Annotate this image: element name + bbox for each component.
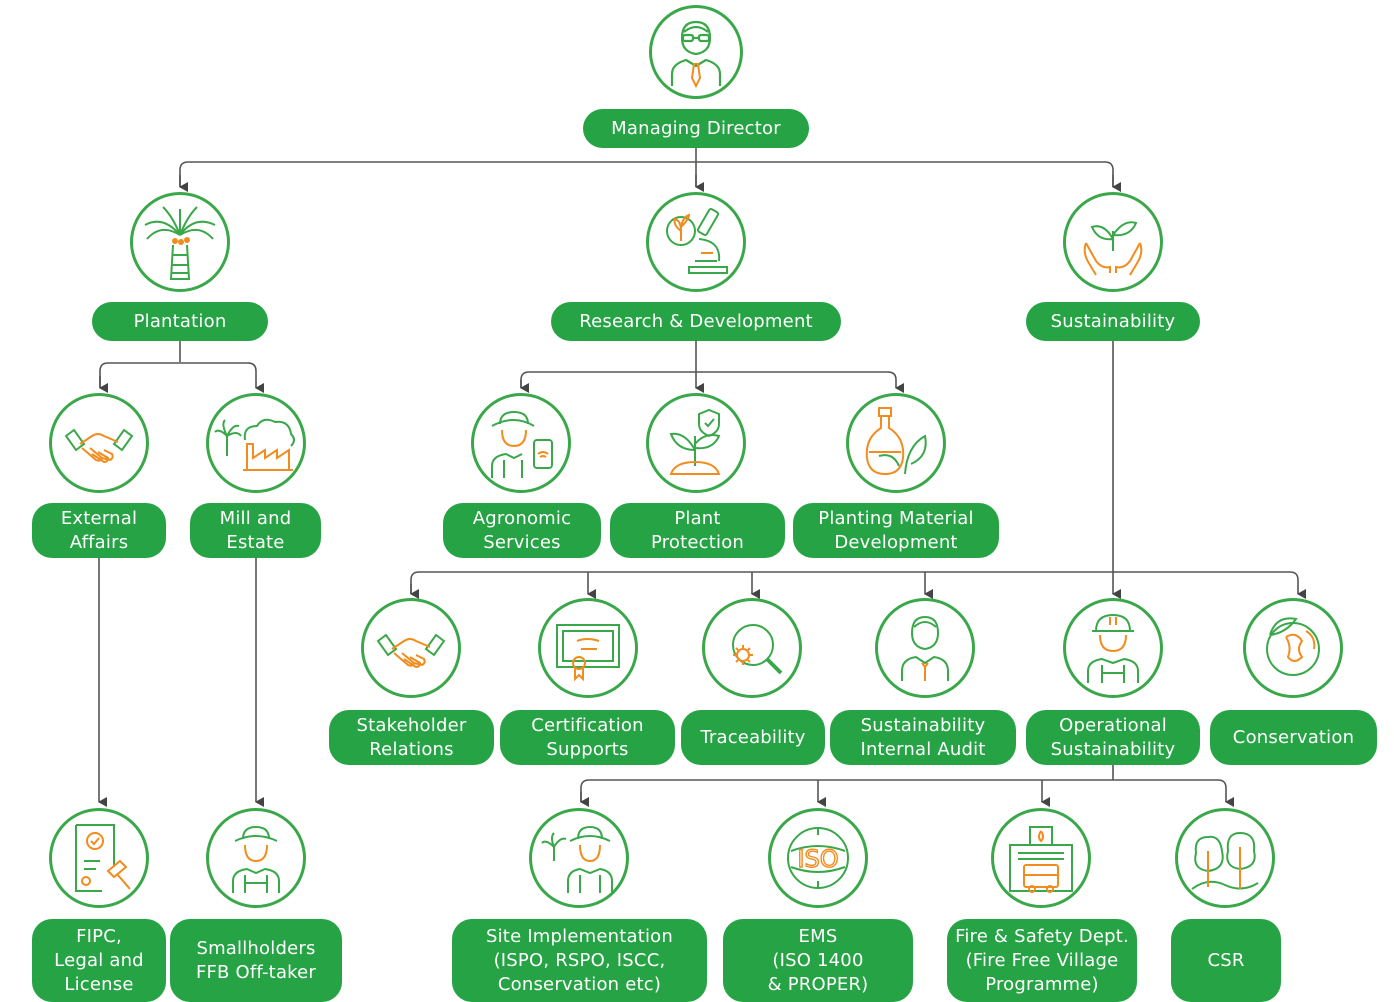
- managing-director-label[interactable]: Managing Director: [583, 109, 809, 148]
- traceability-label[interactable]: Traceability: [681, 710, 825, 765]
- stakeholder-handshake-icon: [361, 598, 461, 698]
- managing-director-icon: [649, 5, 743, 99]
- mill-factory-icon: [206, 393, 306, 493]
- globe-leaf-icon: [1243, 598, 1343, 698]
- site-implementation-label[interactable]: Site Implementation(ISPO, RSPO, ISCC,Con…: [452, 919, 707, 1002]
- forest-icon: [1175, 808, 1275, 908]
- agronomist-icon: [471, 393, 571, 493]
- palm-tree-icon: [130, 192, 230, 292]
- plant-shield-icon: [646, 393, 746, 493]
- auditor-icon: [875, 598, 975, 698]
- certificate-icon: [538, 598, 638, 698]
- flask-leaf-icon: [846, 393, 946, 493]
- plantation-label[interactable]: Plantation: [92, 302, 268, 341]
- svg-text:ISO: ISO: [797, 845, 838, 873]
- iso-globe-icon: ISO: [768, 808, 868, 908]
- farmer-palm-icon: [529, 808, 629, 908]
- legal-document-icon: [49, 808, 149, 908]
- farmer-icon: [206, 808, 306, 908]
- worker-helmet-icon: [1063, 598, 1163, 698]
- ems-label[interactable]: EMS(ISO 1400& PROPER): [723, 919, 913, 1002]
- handshake-icon: [49, 393, 149, 493]
- microscope-icon: [646, 192, 746, 292]
- sustainability-label[interactable]: Sustainability: [1026, 302, 1200, 341]
- fire-station-icon: [991, 808, 1091, 908]
- hands-plant-icon: [1063, 192, 1163, 292]
- gear-magnifier-icon: [702, 598, 802, 698]
- conservation-label[interactable]: Conservation: [1210, 710, 1377, 765]
- csr-label[interactable]: CSR: [1171, 919, 1281, 1002]
- research-development-label[interactable]: Research & Development: [551, 302, 841, 341]
